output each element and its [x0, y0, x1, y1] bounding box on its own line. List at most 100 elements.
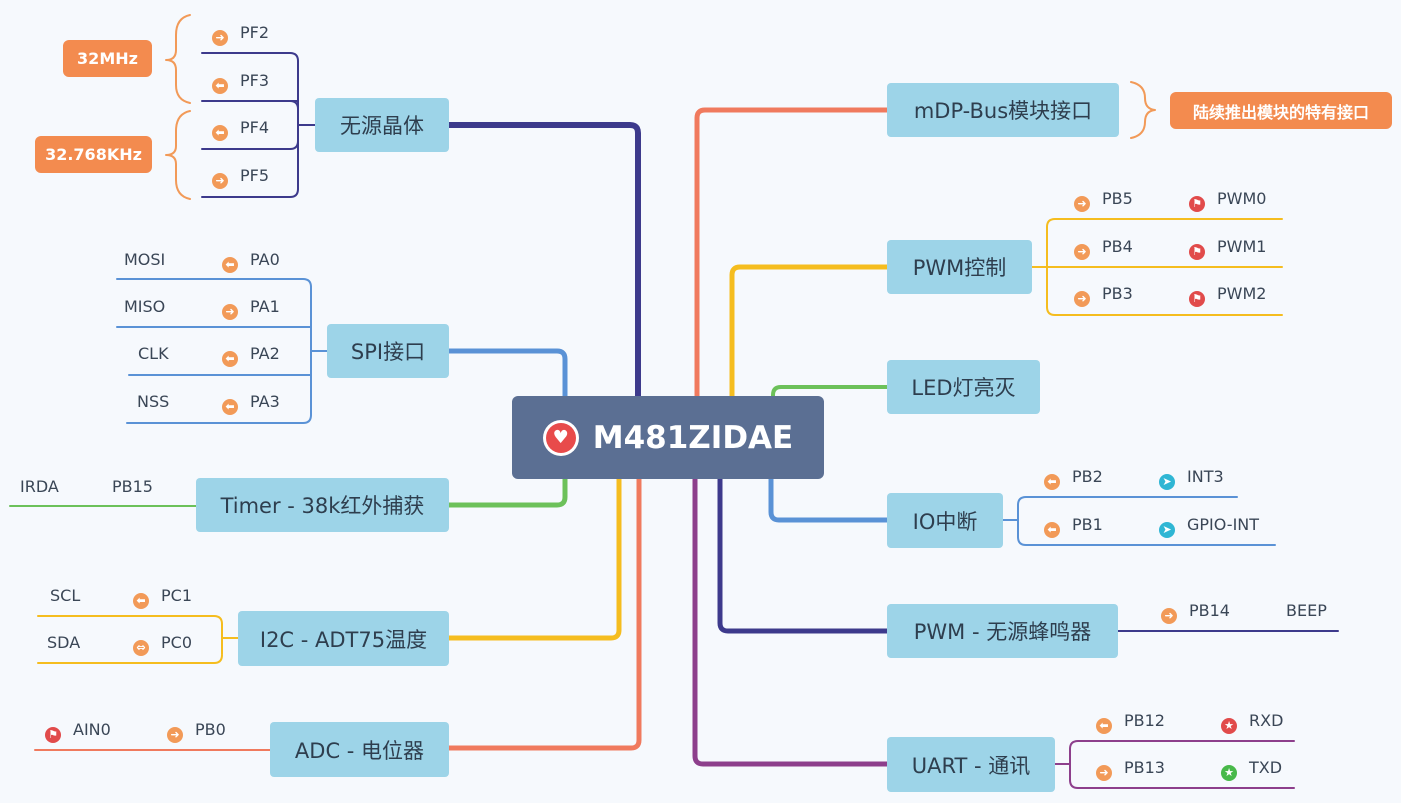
- trunk-adc: [446, 476, 642, 751]
- leaf-pc1[interactable]: ⬅PC1: [133, 586, 192, 609]
- arrow-left-icon: ⬅: [222, 399, 238, 415]
- uart-leaves: [1069, 740, 1295, 789]
- topic-spi[interactable]: SPI接口: [327, 324, 449, 378]
- leaf-pa1[interactable]: ➜PA1: [222, 297, 280, 320]
- arrow-right-icon: ➜: [1096, 765, 1112, 781]
- arrow-left-icon: ⬅: [1044, 522, 1060, 538]
- arrow-right-icon: ➜: [1074, 291, 1090, 307]
- timer-pin-pb15[interactable]: PB15: [112, 477, 153, 496]
- callout-32mhz[interactable]: 32MHz: [63, 40, 152, 77]
- flag-icon: ⚑: [1189, 291, 1205, 307]
- leaf-pc0[interactable]: ⇔PC0: [133, 633, 192, 656]
- arrow-left-icon: ⬅: [1044, 474, 1060, 490]
- leaf-beep[interactable]: BEEP: [1286, 601, 1327, 620]
- flag-icon: ⚑: [1189, 196, 1205, 212]
- leaf-ain0[interactable]: ⚑AIN0: [45, 720, 111, 743]
- leaf-int3[interactable]: ➤INT3: [1159, 467, 1224, 490]
- leaf-pwm2[interactable]: ⚑PWM2: [1189, 284, 1266, 307]
- trunk-uart: [692, 476, 890, 767]
- brace-32mhz: [165, 14, 191, 104]
- leaf-pb14[interactable]: ➜PB14: [1161, 601, 1230, 624]
- leaf-rxd[interactable]: ★RXD: [1221, 711, 1283, 734]
- arrow-left-icon: ⬅: [222, 257, 238, 273]
- trunk-beep: [717, 476, 890, 634]
- brace-mdp: [1130, 81, 1156, 139]
- arrow-right-icon: ➜: [167, 727, 183, 743]
- arrow-left-icon: ⬅: [212, 78, 228, 94]
- leaf-pf5[interactable]: ➜PF5: [212, 166, 269, 189]
- leaf-pf2[interactable]: ➜PF2: [212, 23, 269, 46]
- topic-led-label: LED灯亮灭: [911, 376, 1016, 400]
- arrow-right-icon: ➜: [212, 30, 228, 46]
- topic-pwm[interactable]: PWM控制: [887, 240, 1032, 294]
- leaf-pf3[interactable]: ⬅PF3: [212, 71, 269, 94]
- crystal-leaves: [201, 52, 299, 198]
- topic-led[interactable]: LED灯亮灭: [887, 360, 1040, 414]
- uart-branch: [1054, 748, 1071, 781]
- topic-mdp[interactable]: mDP-Bus模块接口: [887, 83, 1119, 137]
- leaf-pb2[interactable]: ⬅PB2: [1044, 467, 1103, 490]
- i2c-signal-sda: SDA: [47, 633, 81, 652]
- pointer-icon: ➤: [1159, 474, 1175, 490]
- topic-timer[interactable]: Timer - 38k红外捕获: [196, 478, 449, 532]
- star-icon: ★: [1221, 765, 1237, 781]
- leaf-pwm1[interactable]: ⚑PWM1: [1189, 237, 1266, 260]
- topic-uart[interactable]: UART - 通讯: [887, 737, 1055, 792]
- arrow-right-icon: ➜: [222, 304, 238, 320]
- spi-branch: [310, 286, 328, 416]
- topic-timer-label: Timer - 38k红外捕获: [220, 494, 425, 518]
- leaf-pa3[interactable]: ⬅PA3: [222, 392, 280, 415]
- topic-beep[interactable]: PWM - 无源蜂鸣器: [887, 604, 1118, 658]
- topic-uart-label: UART - 通讯: [911, 753, 1031, 778]
- pointer-icon: ➤: [1159, 522, 1175, 538]
- i2c-leaves: [37, 615, 223, 664]
- root-topic[interactable]: ♥ M481ZIDAE: [512, 396, 824, 479]
- brace-32khz: [165, 110, 191, 200]
- io-leaves: [1017, 496, 1276, 546]
- flag-icon: ⚑: [45, 727, 61, 743]
- arrow-right-icon: ➜: [212, 173, 228, 189]
- timer-signal-irda: IRDA: [20, 477, 59, 496]
- topic-beep-label: PWM - 无源蜂鸣器: [913, 620, 1092, 644]
- trunk-timer: [446, 476, 568, 508]
- star-icon: ★: [1221, 718, 1237, 734]
- arrow-left-icon: ⬅: [222, 351, 238, 367]
- crystal-branch: [297, 60, 316, 190]
- trunk-crystal: [446, 122, 641, 399]
- leaf-pb13[interactable]: ➜PB13: [1096, 758, 1165, 781]
- spi-signal-miso: MISO: [124, 297, 166, 316]
- spi-signal-mosi: MOSI: [124, 250, 166, 269]
- callout-32khz[interactable]: 32.768KHz: [35, 136, 152, 173]
- leaf-pa0[interactable]: ⬅PA0: [222, 250, 280, 273]
- leaf-pb12[interactable]: ⬅PB12: [1096, 711, 1165, 734]
- leaf-pwm0[interactable]: ⚑PWM0: [1189, 189, 1266, 212]
- leaf-pb4[interactable]: ➜PB4: [1074, 237, 1133, 260]
- leaf-pf4[interactable]: ⬅PF4: [212, 118, 269, 141]
- spi-signal-clk: CLK: [138, 344, 169, 363]
- topic-mdp-label: mDP-Bus模块接口: [913, 99, 1093, 123]
- topic-crystal-label: 无源晶体: [340, 114, 424, 138]
- leaf-txd[interactable]: ★TXD: [1221, 758, 1282, 781]
- leaf-pb0[interactable]: ➜PB0: [167, 720, 226, 743]
- trunk-pwm: [729, 264, 890, 399]
- leaf-pb5[interactable]: ➜PB5: [1074, 189, 1133, 212]
- heart-icon: ♥: [542, 419, 579, 456]
- leaf-pb3[interactable]: ➜PB3: [1074, 284, 1133, 307]
- arrow-right-icon: ➜: [1161, 608, 1177, 624]
- leaf-gpio-int[interactable]: ➤GPIO-INT: [1159, 515, 1259, 538]
- leaf-pb1[interactable]: ⬅PB1: [1044, 515, 1103, 538]
- callout-mdp[interactable]: 陆续推出模块的特有接口: [1170, 92, 1392, 129]
- topic-crystal[interactable]: 无源晶体: [315, 98, 449, 152]
- pwm-branch: [1031, 226, 1048, 308]
- topic-io-label: IO中断: [912, 509, 978, 534]
- trunk-i2c: [446, 476, 622, 641]
- topic-i2c[interactable]: I2C - ADT75温度: [238, 611, 449, 666]
- leaf-pa2[interactable]: ⬅PA2: [222, 344, 280, 367]
- topic-io[interactable]: IO中断: [887, 493, 1003, 548]
- arrow-left-icon: ⬅: [212, 125, 228, 141]
- topic-spi-label: SPI接口: [350, 340, 426, 364]
- topic-adc[interactable]: ADC - 电位器: [270, 722, 449, 777]
- topic-pwm-label: PWM控制: [912, 256, 1007, 280]
